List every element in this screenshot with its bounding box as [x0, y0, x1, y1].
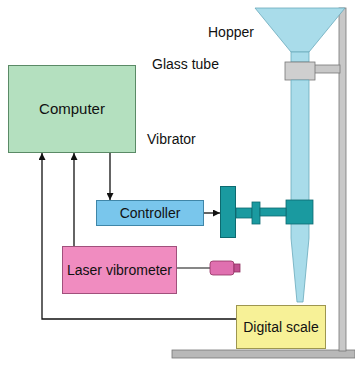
signal-arrow [204, 212, 220, 213]
node-text: Digital scale [243, 319, 318, 335]
stand-base [172, 350, 355, 358]
node-text: Vibrator [147, 131, 196, 147]
vibrator-rod [252, 202, 260, 224]
signal-arrow [109, 153, 110, 200]
glass-tube [291, 80, 309, 302]
vibrator-shaft [236, 208, 252, 218]
tube-clamp [285, 62, 315, 80]
computer-box: Computer [8, 65, 136, 153]
tube-collar [286, 200, 313, 224]
laser-vibrometer-box: Laser vibrometer [62, 246, 177, 294]
laser-lens [234, 264, 240, 272]
clamp-rod [314, 65, 340, 73]
signal-arrow [73, 153, 74, 246]
stand-pole [339, 8, 346, 351]
digital-scale-box: Digital scale [236, 305, 326, 349]
signal-arrow [42, 153, 236, 319]
node-text: Laser vibrometer [67, 262, 172, 278]
coupling-arm [260, 208, 286, 216]
node-text: Computer [39, 100, 105, 117]
node-text: Controller [120, 205, 181, 221]
controller-box: Controller [96, 200, 204, 226]
vibrator-body: Vibrator [220, 186, 236, 238]
hopper-label: Hopper [208, 24, 254, 40]
hopper-neck [291, 52, 309, 62]
laser-head [210, 261, 234, 275]
hopper [255, 8, 345, 52]
glass-tube-label: Glass tube [152, 56, 219, 72]
